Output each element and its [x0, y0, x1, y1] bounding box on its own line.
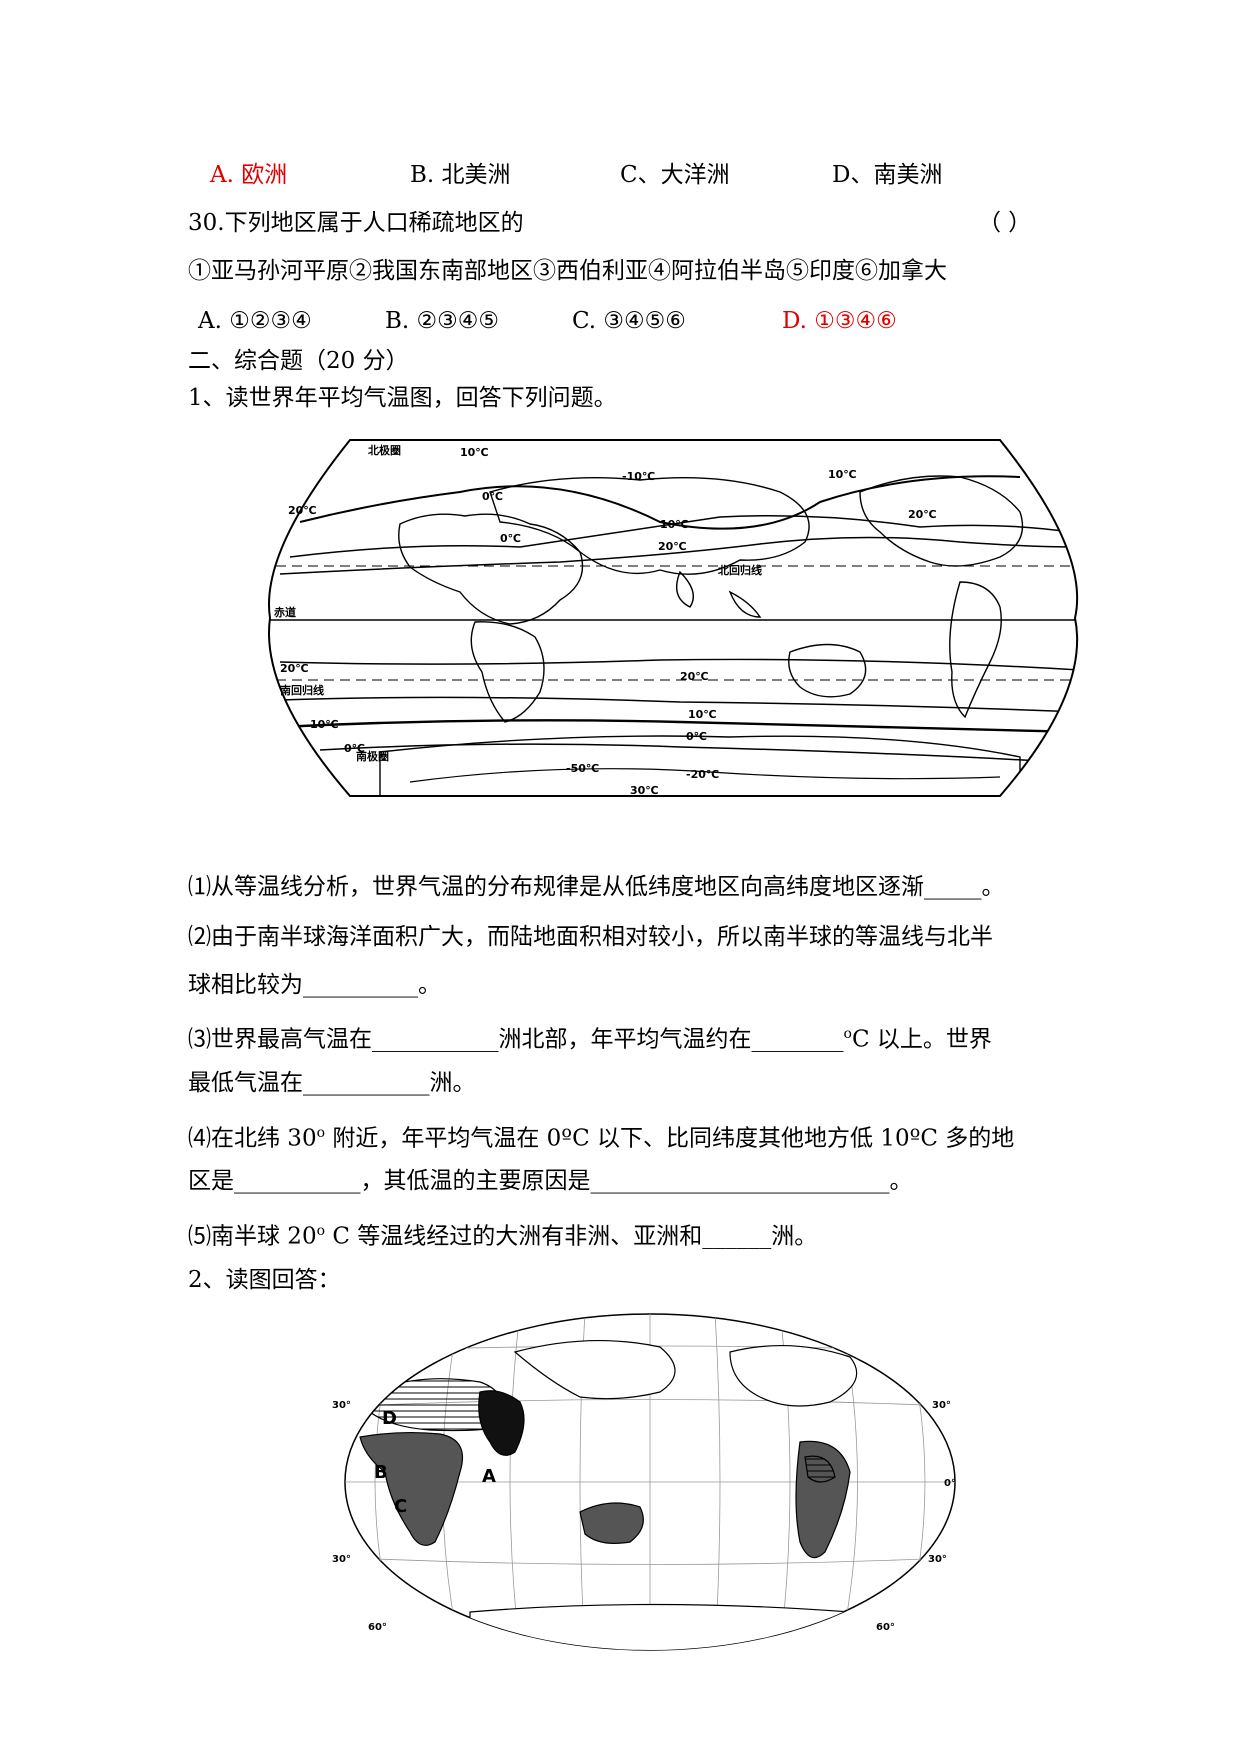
q1-sub1: ⑴从等温线分析，世界气温的分布规律是从低纬度地区向高纬度地区逐渐_____。: [188, 874, 1005, 900]
q1-sub5: ⑸南半球 20o C 等温线经过的大洲有非洲、亚洲和______洲。: [188, 1223, 818, 1250]
iso-label-s10b: 10℃: [688, 708, 717, 721]
region-label-c: C: [394, 1496, 407, 1517]
iso-label-n20: 20℃: [288, 504, 317, 517]
label-tropic-cancer: 北回归线: [718, 563, 762, 577]
q29-option-a[interactable]: A. 欧洲: [210, 162, 288, 188]
q29-option-d[interactable]: D、南美洲: [832, 162, 943, 188]
iso-label-p20: 20℃: [658, 540, 687, 553]
q1-sub4b: 区是___________，其低温的主要原因是_________________…: [188, 1168, 913, 1194]
lat-label-0-right: 0°: [944, 1478, 956, 1489]
map-frame: [268, 439, 1079, 797]
iso-label-s0: 0℃: [344, 742, 365, 755]
label-tropic-capricorn: 南回归线: [280, 683, 324, 697]
label-antarctic: 南极圈: [356, 749, 389, 763]
q1-sub4a: ⑷在北纬 30o 附近，年平均气温在 0ºC 以下、比同纬度其他地方低 10ºC…: [188, 1125, 1015, 1152]
label-arctic: 北极圈: [368, 443, 401, 457]
q1-sub2a: ⑵由于南半球海洋面积广大，而陆地面积相对较小，所以南半球的等温线与北半: [188, 924, 993, 950]
q29-option-b[interactable]: B. 北美洲: [410, 162, 511, 188]
iso-label-r20: 20℃: [908, 508, 937, 521]
q30-answer-paren[interactable]: （ ）: [978, 210, 1032, 236]
q30-option-a[interactable]: A. ①②③④: [198, 308, 312, 334]
iso-label-n10: 10℃: [460, 446, 489, 459]
lat-label-30n-left: 30°: [332, 1400, 351, 1411]
region-map: 30° 0° 30° 60° 0° 30° 30° 60° A B C D: [332, 1313, 956, 1651]
iso-label-s50: -50℃: [566, 762, 599, 775]
q30-option-d[interactable]: D. ①③④⑥: [782, 308, 897, 334]
isotherms: [279, 475, 1078, 783]
section-heading: 二、综合题（20 分）: [188, 348, 409, 374]
continents: [379, 475, 1024, 796]
iso-label-s10: 10℃: [310, 718, 339, 731]
iso-label-s20b: 20℃: [680, 670, 709, 683]
iso-label-n10b: 10℃: [828, 468, 857, 481]
iso-label-s20: 20℃: [280, 662, 309, 675]
q1-sub2b: 球相比较为__________。: [188, 972, 441, 998]
q29-option-c[interactable]: C、大洋洲: [620, 162, 730, 188]
q30-option-c[interactable]: C. ③④⑤⑥: [572, 308, 686, 334]
iso-label-s30: 30℃: [630, 784, 659, 797]
q30-option-b[interactable]: B. ②③④⑤: [385, 308, 500, 334]
lat-label-30s-right: 30°: [928, 1554, 947, 1565]
region-label-d: D: [382, 1408, 397, 1429]
iso-label-p10: 10℃: [660, 518, 689, 531]
iso-label-s20n: -20℃: [686, 768, 719, 781]
q2-prompt: 2、读图回答：: [188, 1267, 341, 1293]
iso-label-n0b: 0℃: [482, 490, 503, 503]
iso-label-n0: 0℃: [500, 532, 521, 545]
lat-label-30n-right: 30°: [932, 1400, 951, 1411]
q1-sub3b: 最低气温在___________洲。: [188, 1070, 476, 1096]
iso-label-r10: -10℃: [622, 470, 655, 483]
label-equator: 赤道: [274, 605, 296, 619]
temperature-map: 北极圈 北回归线 赤道 南回归线 南极圈 10℃ 10℃ 0℃ 0℃ 20℃ 1…: [268, 439, 1079, 797]
lat-label-30s-left: 30°: [332, 1554, 351, 1565]
q30-stem: 30.下列地区属于人口稀疏地区的: [188, 210, 524, 236]
region-label-a: A: [482, 1466, 496, 1487]
q30-items: ①亚马孙河平原②我国东南部地区③西伯利亚④阿拉伯半岛⑤印度⑥加拿大: [188, 258, 947, 284]
region-label-b: B: [374, 1462, 388, 1483]
lat-label-60s-right: 60°: [876, 1622, 895, 1633]
q1-sub3a: ⑶世界最高气温在___________洲北部，年平均气温约在________oC…: [188, 1026, 992, 1053]
iso-label-s0b: 0℃: [686, 730, 707, 743]
lat-label-60s-left: 60°: [368, 1622, 387, 1633]
q1-prompt: 1、读世界年平均气温图，回答下列问题。: [188, 385, 617, 411]
